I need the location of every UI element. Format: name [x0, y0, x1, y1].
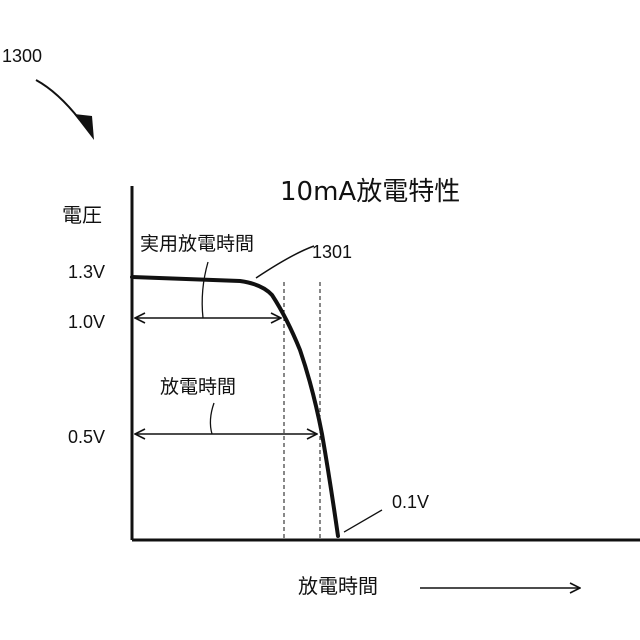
- ref-pointer-arrowhead-icon: [74, 114, 94, 140]
- chart-title: 10mA放電特性: [280, 177, 460, 207]
- discharge-time-leader: [210, 403, 214, 434]
- tick-label-0-5v: 0.5V: [68, 427, 105, 447]
- tick-label-1-3v: 1.3V: [68, 262, 105, 282]
- curve-ref-leader: [256, 246, 314, 278]
- practical-time-leader: [202, 262, 208, 318]
- end-voltage-label: 0.1V: [392, 492, 429, 512]
- curve-ref-number: 1301: [312, 242, 352, 262]
- ref-pointer-line: [36, 80, 80, 120]
- discharge-curve: [132, 277, 338, 536]
- tick-label-1-0v: 1.0V: [68, 312, 105, 332]
- practical-discharge-time-label: 実用放電時間: [140, 233, 254, 255]
- discharge-time-label: 放電時間: [160, 376, 236, 398]
- y-axis-label: 電圧: [62, 203, 102, 227]
- x-axis-label: 放電時間: [298, 574, 378, 598]
- figure-ref-number: 1300: [2, 46, 42, 66]
- end-voltage-leader: [344, 510, 382, 532]
